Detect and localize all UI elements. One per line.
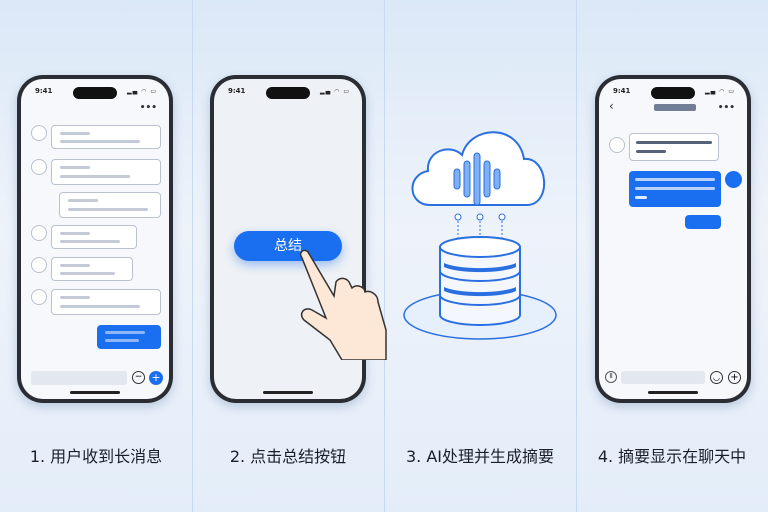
avatar xyxy=(31,125,47,141)
sent-message-bubble xyxy=(685,215,721,229)
back-chevron-icon[interactable]: ‹ xyxy=(609,99,614,113)
status-time: 9:41 xyxy=(228,87,246,95)
ai-processing-illustration xyxy=(403,131,557,340)
step-1-label: 1. 用户收到长消息 xyxy=(29,447,163,466)
minus-icon[interactable]: − xyxy=(132,371,145,384)
plus-icon[interactable]: + xyxy=(728,371,741,384)
status-icons: ▂▄ ◠ ▭ xyxy=(705,88,735,95)
message-bubble xyxy=(51,125,161,149)
hand-pointer-icon xyxy=(299,249,387,360)
message-bubble xyxy=(51,159,161,185)
emoji-icon[interactable]: ◡ xyxy=(710,371,723,384)
message-bubble xyxy=(629,133,719,161)
status-time: 9:41 xyxy=(613,87,631,95)
plus-icon[interactable]: + xyxy=(149,371,163,385)
message-bubble xyxy=(59,192,161,218)
avatar xyxy=(31,257,47,273)
status-time: 9:41 xyxy=(35,87,53,95)
message-bubble xyxy=(51,257,133,281)
soundwave-icon xyxy=(453,152,501,206)
chat-with-summary-screen: 9:41 ▂▄ ◠ ▭ ‹ ••• ll ◡ + xyxy=(599,79,747,399)
avatar xyxy=(725,171,742,188)
message-bubble xyxy=(51,225,137,249)
divider xyxy=(192,0,193,512)
step-4-label: 4. 摘要显示在聊天中 xyxy=(597,447,747,466)
avatar xyxy=(31,225,47,241)
message-input[interactable] xyxy=(621,371,705,384)
avatar xyxy=(31,159,47,175)
chat-screen: 9:41 ▂▄ ◠ ▭ ••• − + xyxy=(21,79,169,399)
step-3-label: 3. AI处理并生成摘要 xyxy=(405,447,555,466)
database-icon xyxy=(439,236,521,326)
divider xyxy=(576,0,577,512)
step-2-label: 2. 点击总结按钮 xyxy=(229,447,347,466)
phone-step-4: 9:41 ▂▄ ◠ ▭ ‹ ••• ll ◡ + xyxy=(595,75,751,403)
phone-step-1: 9:41 ▂▄ ◠ ▭ ••• − + xyxy=(17,75,173,403)
status-icons: ▂▄ ◠ ▭ xyxy=(320,88,350,95)
divider xyxy=(384,0,385,512)
message-input[interactable] xyxy=(31,371,127,385)
more-icon[interactable]: ••• xyxy=(717,103,735,113)
avatar xyxy=(609,137,625,153)
chat-title xyxy=(654,104,696,111)
avatar xyxy=(31,289,47,305)
status-icons: ▂▄ ◠ ▭ xyxy=(127,88,157,95)
message-bubble xyxy=(51,289,161,315)
more-icon[interactable]: ••• xyxy=(139,103,157,113)
summary-message-bubble xyxy=(629,171,721,207)
summarize-button[interactable]: 总结 xyxy=(234,231,342,261)
voice-icon[interactable]: ll xyxy=(605,371,617,383)
sent-message-bubble xyxy=(97,325,161,349)
